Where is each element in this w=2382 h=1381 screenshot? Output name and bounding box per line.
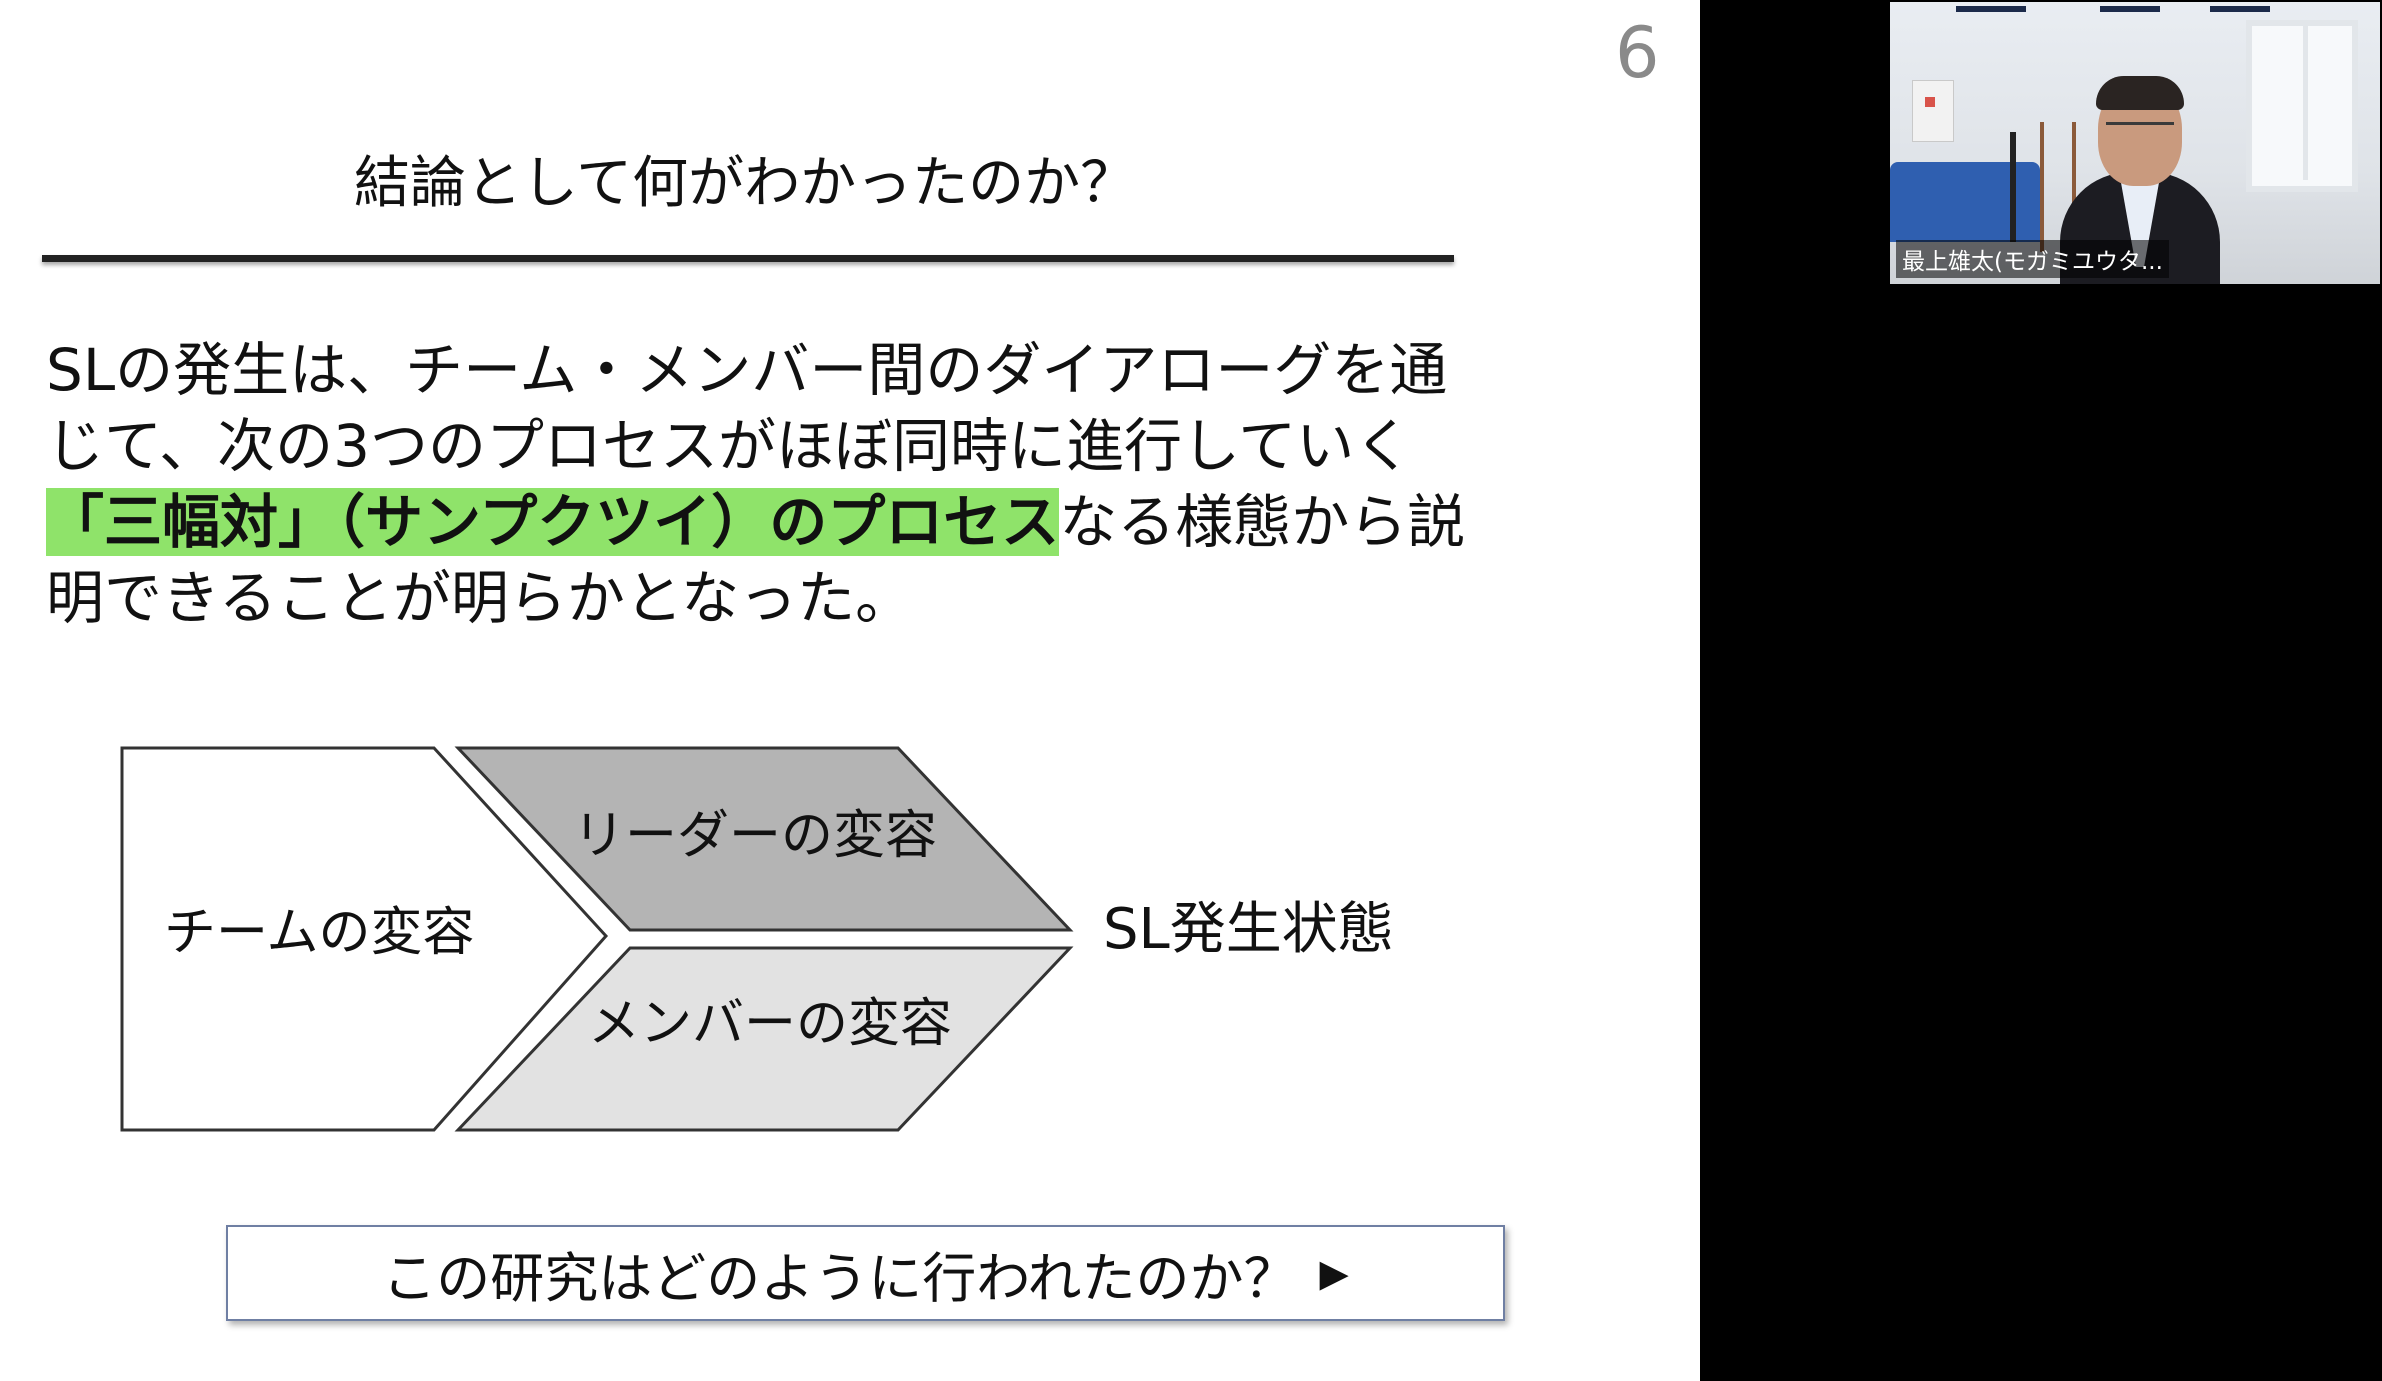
slide-title: 結論として何がわかったのか？ [353, 151, 1137, 216]
slide-body-text: SLの発生は、チーム・メンバー間のダイアローグを通じて、次の3つのプロセスがほぼ… [46, 332, 1486, 636]
title-divider [42, 255, 1454, 262]
play-arrow-icon: ▶ [1319, 1251, 1349, 1295]
next-section-button[interactable]: この研究はどのように行われたのか？ ▶ [226, 1225, 1505, 1321]
leader-transformation-label: リーダーの変容 [573, 806, 938, 866]
leader-transformation-shape [454, 746, 1074, 932]
wall-painting [1912, 80, 1954, 142]
ceiling-light [1956, 6, 2026, 12]
process-diagram-shapes [120, 746, 1074, 1132]
presentation-slide: 6 結論として何がわかったのか？ SLの発生は、チーム・メンバー間のダイアローグ… [0, 0, 1700, 1381]
slide-number: 6 [1615, 12, 1660, 94]
ceiling-light [2210, 6, 2270, 12]
ceiling-light [2100, 6, 2160, 12]
body-text-highlight: 「三幅対」（サンプクツイ）のプロセス [46, 488, 1060, 556]
participant-hair [2096, 76, 2184, 110]
next-section-label: この研究はどのように行われたのか？ [382, 1246, 1298, 1310]
sl-state-label: SL発生状態 [1103, 897, 1394, 962]
body-text-prefix: SLの発生は、チーム・メンバー間のダイアローグを通じて、次の3つのプロセスがほぼ… [46, 336, 1448, 480]
member-transformation-label: メンバーの変容 [588, 994, 953, 1054]
process-diagram: チームの変容 リーダーの変容 メンバーの変容 SL発生状態 [118, 742, 1394, 1142]
window-frame [2303, 20, 2308, 180]
floor-lamp [2010, 132, 2016, 242]
blue-sofa [1890, 162, 2040, 242]
participant-video-tile[interactable]: 最上雄太(モガミユウタ... [1890, 2, 2380, 284]
ladder-shelf [2040, 122, 2076, 252]
member-transformation-shape [454, 946, 1074, 1132]
team-transformation-label: チームの変容 [164, 903, 475, 963]
body-text-suffix: なる様態から説明できることが明らかとなった。 [46, 488, 1466, 632]
participant-glasses [2106, 122, 2174, 139]
background-window [2246, 20, 2358, 192]
team-transformation-shape [120, 746, 609, 1132]
participant-name-label: 最上雄太(モガミユウタ... [1896, 240, 2169, 278]
